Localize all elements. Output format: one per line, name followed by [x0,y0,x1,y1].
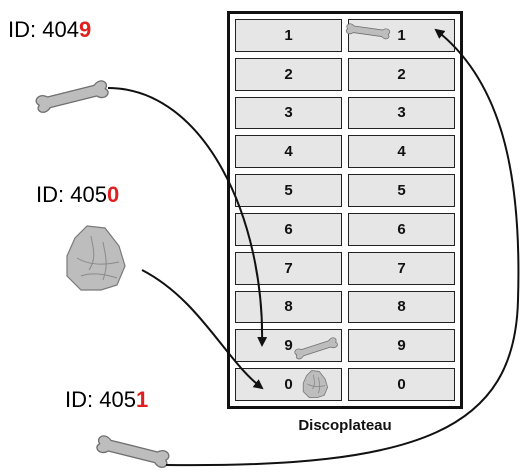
specimen-id-prefix: ID: 405 [36,182,107,207]
grid-cell-left-2: 2 [235,57,342,91]
specimen-id-digit: 1 [135,387,149,412]
grid-cell-left-3: 3 [235,96,342,130]
specimen-id-label-1: ID: 4049 [8,19,91,41]
grid-cell-right-0: 0 [348,368,455,401]
arrow-specimen-4050-to-slot-0 [141,269,264,390]
grid-cell-right-3: 3 [348,96,455,130]
grid-cell-left-7: 7 [235,251,342,285]
stone-flake-icon [302,370,329,398]
grid-cell-left-1: 1 [235,19,342,52]
arrow-specimen-4051-to-slot-1 [165,28,520,467]
specimen-id-prefix: ID: 405 [65,387,136,412]
specimen-id-label-2: ID: 4050 [36,184,119,206]
specimen-id-digit: 9 [78,17,92,42]
specimen-id-prefix: ID: 404 [8,17,79,42]
grid-cell-right-7: 7 [348,251,455,285]
specimen-id-digit: 0 [106,182,120,207]
specimen-id-label-3: ID: 4051 [65,389,148,411]
grid-cell-right-2: 2 [348,57,455,91]
grid-cell-right-4: 4 [348,135,455,169]
arrow-specimen-4049-to-slot-9 [107,87,268,347]
grid-cell-right-8: 8 [348,290,455,324]
grid-cell-left-6: 6 [235,212,342,246]
stone-flake-icon [66,225,126,291]
grid-cell-left-8: 8 [235,290,342,324]
bone-icon [293,336,339,361]
grid-cell-right-5: 5 [348,174,455,207]
slot-grid: 1 1 2 2 3 3 4 4 5 5 6 6 7 7 8 8 9 9 0 0 [227,11,463,409]
bone-icon [345,22,391,40]
grid-cell-right-9: 9 [348,329,455,363]
grid-cell-right-6: 6 [348,212,455,246]
grid-cell-left-5: 5 [235,174,342,207]
grid-cell-left-4: 4 [235,135,342,169]
grid-caption: Discoplateau [298,417,392,434]
bone-icon [34,79,110,115]
bone-icon [95,434,171,470]
